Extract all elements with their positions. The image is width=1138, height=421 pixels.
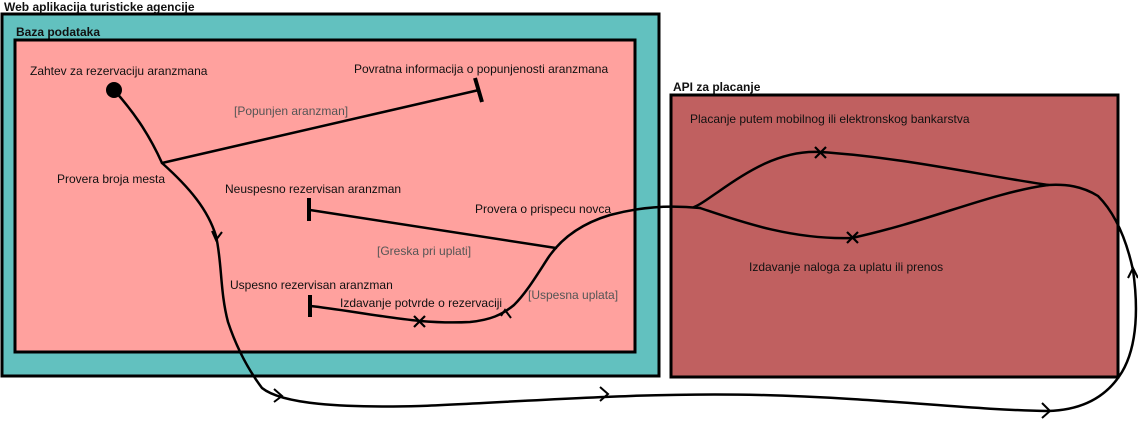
activity-issue-confirmation: Izdavanje potvrde o rezervaciji — [340, 296, 503, 310]
guard-error: [Greska pri uplati] — [377, 244, 472, 258]
diagram-title: Web aplikacija turisticke agencije — [4, 0, 195, 14]
confirmation-x-marker — [413, 315, 426, 328]
arrow-bottom-3 — [1041, 402, 1052, 419]
flow-return — [308, 205, 702, 324]
database-title: Baza podataka — [16, 25, 101, 39]
activity-failed-reservation: Neuspesno rezervisan aranzman — [225, 182, 402, 196]
feedback-end-bar — [473, 77, 484, 103]
arrow-bottom-2 — [599, 386, 610, 402]
flow-payment-upper — [692, 150, 1050, 209]
mobile-payment-x-marker — [814, 146, 827, 159]
guard-success: [Uspesna uplata] — [528, 288, 619, 302]
activity-check-payment: Provera o prispecu novca — [475, 202, 612, 216]
arrow-up-right — [1127, 265, 1138, 279]
payment-order-x-marker — [846, 231, 859, 244]
flow-error — [308, 208, 558, 250]
activity-success-reservation: Uspesno rezervisan aranzman — [230, 278, 393, 292]
arrow-bottom-1 — [273, 388, 284, 403]
flow-main-path — [112, 88, 1138, 413]
start-node — [106, 82, 122, 98]
activity-mobile-payment: Placanje putem mobilnog ili elektronskog… — [690, 112, 970, 126]
activity-feedback-full: Povratna informacija o popunjenosti aran… — [354, 62, 609, 76]
payment-api-title: API za placanje — [673, 80, 761, 94]
flow-full — [160, 88, 481, 165]
guard-full: [Popunjen aranzman] — [234, 104, 349, 118]
payment-api-container — [669, 93, 1120, 379]
activity-payment-order: Izdavanje naloga za uplatu ili prenos — [749, 260, 944, 274]
activity-check-seats: Provera broja mesta — [57, 172, 166, 186]
arrow-return — [500, 308, 512, 319]
activity-request: Zahtev za rezervaciju aranzmana — [30, 64, 208, 78]
arrow-down-1 — [211, 230, 223, 242]
